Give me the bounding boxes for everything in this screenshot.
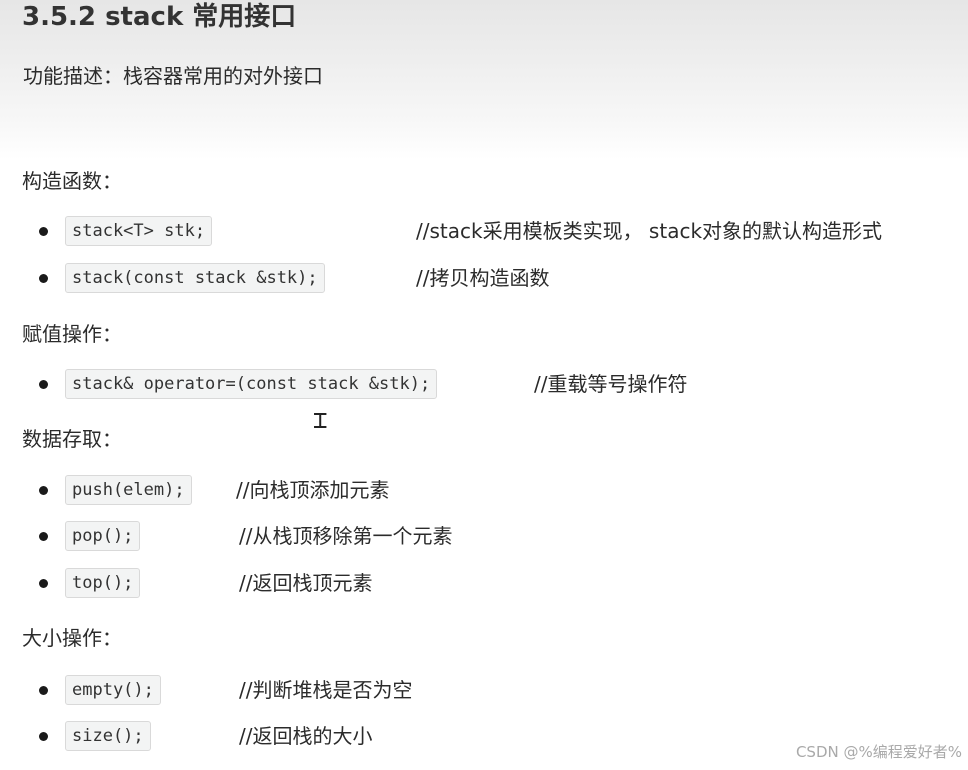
page-title: 3.5.2 stack 常用接口 bbox=[22, 2, 297, 32]
list-item: empty(); //判断堆栈是否为空 bbox=[0, 673, 968, 707]
section-heading-assignment: 赋值操作： bbox=[22, 322, 122, 346]
code-comment: //拷贝构造函数 bbox=[416, 266, 550, 290]
code-snippet: top(); bbox=[65, 568, 141, 598]
code-comment: //返回栈的大小 bbox=[239, 724, 373, 748]
bullet-icon bbox=[39, 486, 48, 495]
bullet-icon bbox=[39, 274, 48, 283]
section-heading-data-access: 数据存取： bbox=[22, 427, 122, 451]
function-description: 功能描述：栈容器常用的对外接口 bbox=[23, 64, 323, 88]
list-item: pop(); //从栈顶移除第一个元素 bbox=[0, 519, 968, 553]
code-snippet: empty(); bbox=[65, 675, 161, 705]
bullet-icon bbox=[39, 732, 48, 741]
watermark: CSDN @%编程爱好者% bbox=[795, 743, 962, 761]
code-comment: //向栈顶添加元素 bbox=[236, 478, 390, 502]
code-snippet: stack& operator=(const stack &stk); bbox=[65, 369, 438, 399]
code-comment: //判断堆栈是否为空 bbox=[239, 678, 413, 702]
code-snippet: size(); bbox=[65, 721, 151, 751]
list-item: top(); //返回栈顶元素 bbox=[0, 566, 968, 600]
list-item: stack<T> stk; //stack采用模板类实现， stack对象的默认… bbox=[0, 214, 968, 248]
code-comment: //stack采用模板类实现， stack对象的默认构造形式 bbox=[416, 219, 883, 243]
list-item: stack(const stack &stk); //拷贝构造函数 bbox=[0, 261, 968, 295]
text-cursor-icon: ⌶ bbox=[313, 406, 328, 434]
code-comment: //从栈顶移除第一个元素 bbox=[239, 524, 453, 548]
section-heading-constructors: 构造函数： bbox=[22, 169, 122, 193]
code-snippet: pop(); bbox=[65, 521, 141, 551]
code-snippet: push(elem); bbox=[65, 475, 192, 505]
list-item: size(); //返回栈的大小 bbox=[0, 719, 968, 753]
code-snippet: stack(const stack &stk); bbox=[65, 263, 325, 293]
bullet-icon bbox=[39, 686, 48, 695]
code-snippet: stack<T> stk; bbox=[65, 216, 213, 246]
bullet-icon bbox=[39, 532, 48, 541]
section-heading-size: 大小操作： bbox=[22, 626, 122, 650]
list-item: push(elem); //向栈顶添加元素 bbox=[0, 473, 968, 507]
bullet-icon bbox=[39, 380, 48, 389]
bullet-icon bbox=[39, 227, 48, 236]
code-comment: //返回栈顶元素 bbox=[239, 571, 373, 595]
bullet-icon bbox=[39, 579, 48, 588]
code-comment: //重载等号操作符 bbox=[534, 372, 688, 396]
list-item: stack& operator=(const stack &stk); //重载… bbox=[0, 367, 968, 401]
